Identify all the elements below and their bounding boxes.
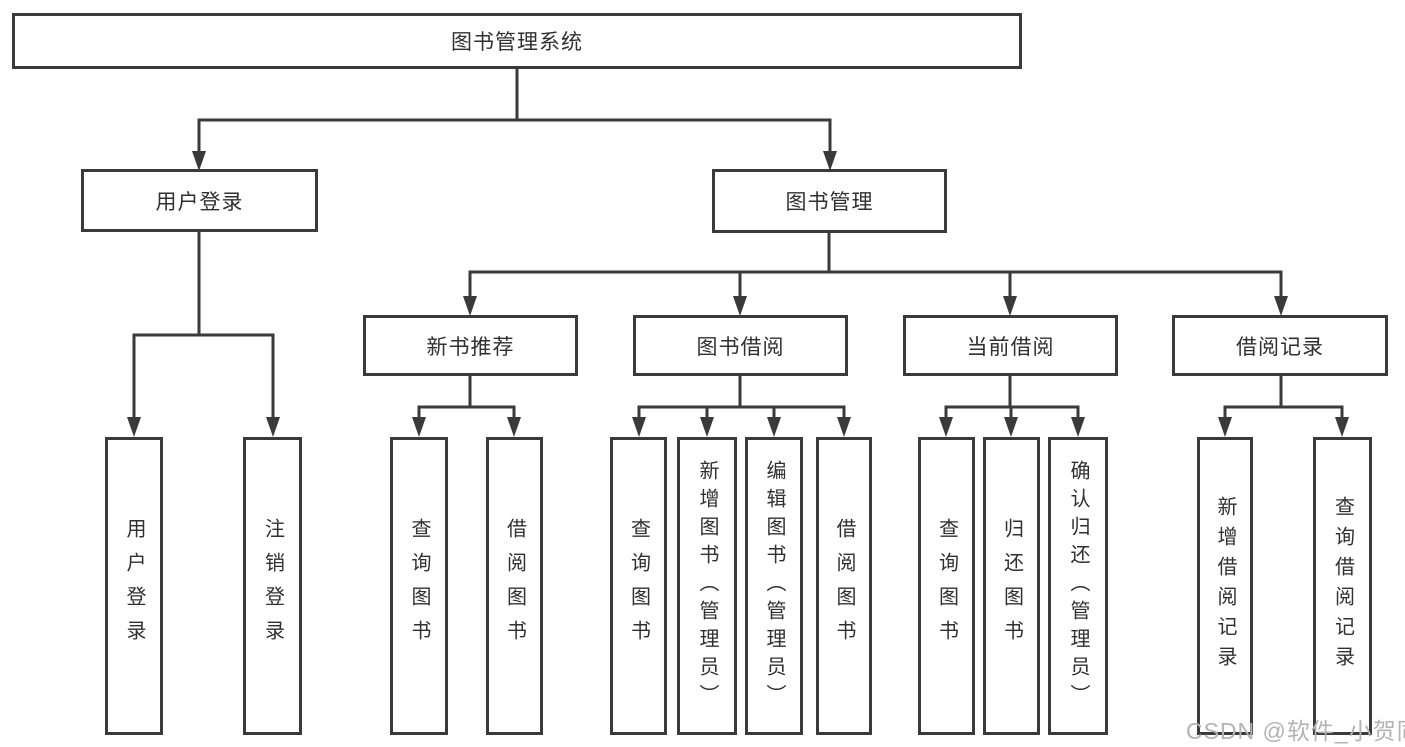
leaf-current-query-books: 查询图书 bbox=[918, 437, 975, 735]
leaf-records-query-borrow-record: 查询借阅记录 bbox=[1313, 437, 1372, 735]
leaf-current-query-books-label: 查询图书 bbox=[935, 518, 958, 654]
node-borrow-records: 借阅记录 bbox=[1172, 315, 1388, 376]
leaf-current-return-books: 归还图书 bbox=[983, 437, 1040, 735]
leaf-borrowing-add-books-admin: 新增图书（管理员） bbox=[677, 437, 737, 735]
node-new-book-recommend-label: 新书推荐 bbox=[426, 335, 515, 359]
leaf-current-confirm-return-admin-label: 确认归还（管理员） bbox=[1067, 460, 1089, 712]
node-borrow-records-label: 借阅记录 bbox=[1236, 335, 1324, 359]
node-new-book-recommend: 新书推荐 bbox=[363, 315, 578, 376]
node-book-borrowing: 图书借阅 bbox=[633, 315, 848, 376]
leaf-borrowing-query-books: 查询图书 bbox=[610, 437, 667, 735]
leaf-borrowing-query-books-label: 查询图书 bbox=[627, 518, 650, 654]
node-user-login: 用户登录 bbox=[81, 169, 318, 232]
leaf-current-confirm-return-admin: 确认归还（管理员） bbox=[1048, 437, 1108, 735]
node-root-label: 图书管理系统 bbox=[451, 31, 583, 54]
leaf-borrowing-borrow-books-label: 借阅图书 bbox=[833, 518, 855, 654]
leaf-records-add-borrow-record: 新增借阅记录 bbox=[1197, 437, 1253, 735]
leaf-newbook-borrow-books-label: 借阅图书 bbox=[503, 518, 526, 654]
leaf-borrowing-edit-books-admin-label: 编辑图书（管理员） bbox=[763, 460, 785, 712]
leaf-current-return-books-label: 归还图书 bbox=[1000, 518, 1023, 654]
node-user-login-label: 用户登录 bbox=[155, 190, 244, 214]
csdn-watermark: CSDN @软件_小贺同学 bbox=[1186, 718, 1405, 744]
leaf-borrowing-add-books-admin-label: 新增图书（管理员） bbox=[696, 460, 718, 712]
leaf-borrowing-borrow-books: 借阅图书 bbox=[816, 437, 872, 735]
leaf-user-login: 用户登录 bbox=[105, 437, 163, 735]
node-current-borrowing-label: 当前借阅 bbox=[966, 335, 1055, 359]
leaf-logout-label: 注销登录 bbox=[261, 518, 284, 654]
node-book-borrowing-label: 图书借阅 bbox=[696, 335, 785, 359]
node-current-borrowing: 当前借阅 bbox=[903, 315, 1118, 376]
node-book-management-label: 图书管理 bbox=[785, 191, 874, 214]
leaf-records-add-borrow-record-label: 新增借阅记录 bbox=[1214, 496, 1236, 676]
leaf-records-query-borrow-record-label: 查询借阅记录 bbox=[1331, 496, 1354, 676]
leaf-newbook-query-books: 查询图书 bbox=[390, 437, 448, 735]
leaf-borrowing-edit-books-admin: 编辑图书（管理员） bbox=[745, 437, 803, 735]
node-root: 图书管理系统 bbox=[12, 13, 1022, 69]
node-book-management: 图书管理 bbox=[712, 169, 947, 233]
leaf-newbook-borrow-books: 借阅图书 bbox=[486, 437, 543, 735]
leaf-newbook-query-books-label: 查询图书 bbox=[408, 518, 430, 654]
leaf-logout: 注销登录 bbox=[243, 437, 302, 735]
leaf-user-login-label: 用户登录 bbox=[123, 518, 145, 654]
